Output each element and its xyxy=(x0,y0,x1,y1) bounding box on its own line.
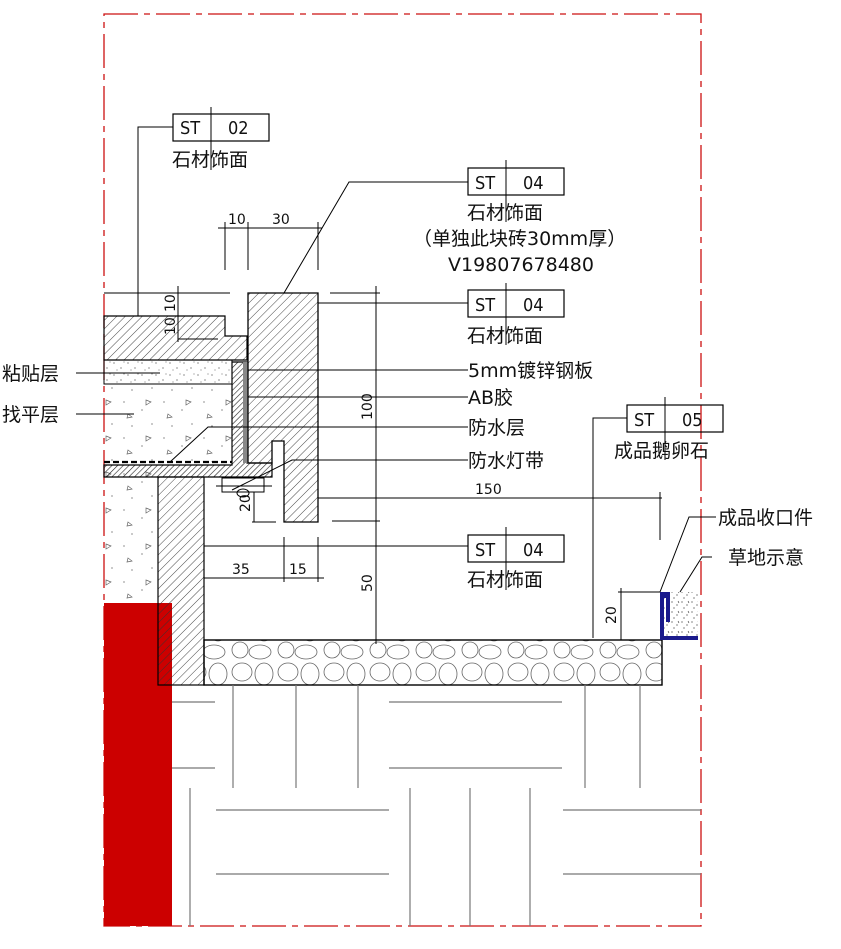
svg-text:04: 04 xyxy=(523,295,544,316)
dim-top-right: 30 xyxy=(272,212,290,228)
svg-text:ST: ST xyxy=(475,295,495,316)
label-led-strip: 防水灯带 xyxy=(468,450,544,472)
svg-text:石材饰面: 石材饰面 xyxy=(172,149,248,171)
tag-st04-top: ST 04 石材饰面 （单独此块砖30mm厚） V19807678480 xyxy=(413,160,626,276)
leader-lines xyxy=(76,126,716,638)
svg-text:ST: ST xyxy=(475,540,495,561)
tag-st02: ST 02 石材饰面 xyxy=(172,107,270,171)
svg-text:02: 02 xyxy=(228,118,249,139)
pebble-bed-st05 xyxy=(203,639,663,686)
stone-block-st04 xyxy=(247,292,319,523)
svg-text:石材饰面: 石材饰面 xyxy=(467,325,543,347)
dim-height-main: 100 xyxy=(360,393,376,420)
label-ab-glue: AB胶 xyxy=(468,387,513,409)
concrete-fill-lower xyxy=(104,465,158,603)
dim-bottom-left: 35 xyxy=(232,562,250,578)
leveling-layer xyxy=(104,384,232,462)
dim-vertical-b: 10 xyxy=(163,317,179,335)
tag-st04-mid: ST 04 石材饰面 xyxy=(467,283,565,347)
dim-light-gap: 20 xyxy=(238,494,254,512)
dim-edge-height: 20 xyxy=(604,606,620,624)
svg-text:04: 04 xyxy=(523,540,544,561)
label-adhesive: 粘贴层 xyxy=(2,363,59,385)
dimension-lines xyxy=(104,222,662,644)
label-steel-plate: 5mm镀锌钢板 xyxy=(468,360,593,382)
led-strip xyxy=(216,477,272,498)
label-grass: 草地示意 xyxy=(728,547,804,569)
stone-vertical-st04 xyxy=(157,476,205,686)
svg-text:ST: ST xyxy=(634,410,654,431)
label-waterproof: 防水层 xyxy=(468,417,525,439)
ground-pattern xyxy=(172,685,701,926)
adhesive-layer xyxy=(103,359,233,385)
ab-glue-strip xyxy=(243,362,248,463)
label-edge-trim: 成品收口件 xyxy=(718,507,813,529)
dim-top-left: 10 xyxy=(228,212,246,228)
label-leveling: 找平层 xyxy=(2,404,59,426)
dim-bottom-right: 15 xyxy=(289,562,307,578)
svg-text:石材饰面: 石材饰面 xyxy=(467,569,543,591)
dim-offset: 150 xyxy=(475,482,502,498)
svg-text:石材饰面: 石材饰面 xyxy=(467,202,543,224)
svg-text:V19807678480: V19807678480 xyxy=(448,254,594,276)
svg-text:成品鹅卵石: 成品鹅卵石 xyxy=(614,440,709,462)
svg-text:ST: ST xyxy=(475,173,495,194)
tag-st05: ST 05 成品鹅卵石 xyxy=(614,397,724,462)
svg-text:05: 05 xyxy=(682,410,703,431)
dim-height-lower: 50 xyxy=(360,574,376,592)
edge-trim-profile xyxy=(660,592,698,640)
svg-text:04: 04 xyxy=(523,173,544,194)
svg-text:ST: ST xyxy=(180,118,200,139)
tag-st04-low: ST 04 石材饰面 xyxy=(467,527,565,591)
svg-text:（单独此块砖30mm厚）: （单独此块砖30mm厚） xyxy=(413,228,626,250)
dim-vertical-a: 10 xyxy=(163,294,179,312)
